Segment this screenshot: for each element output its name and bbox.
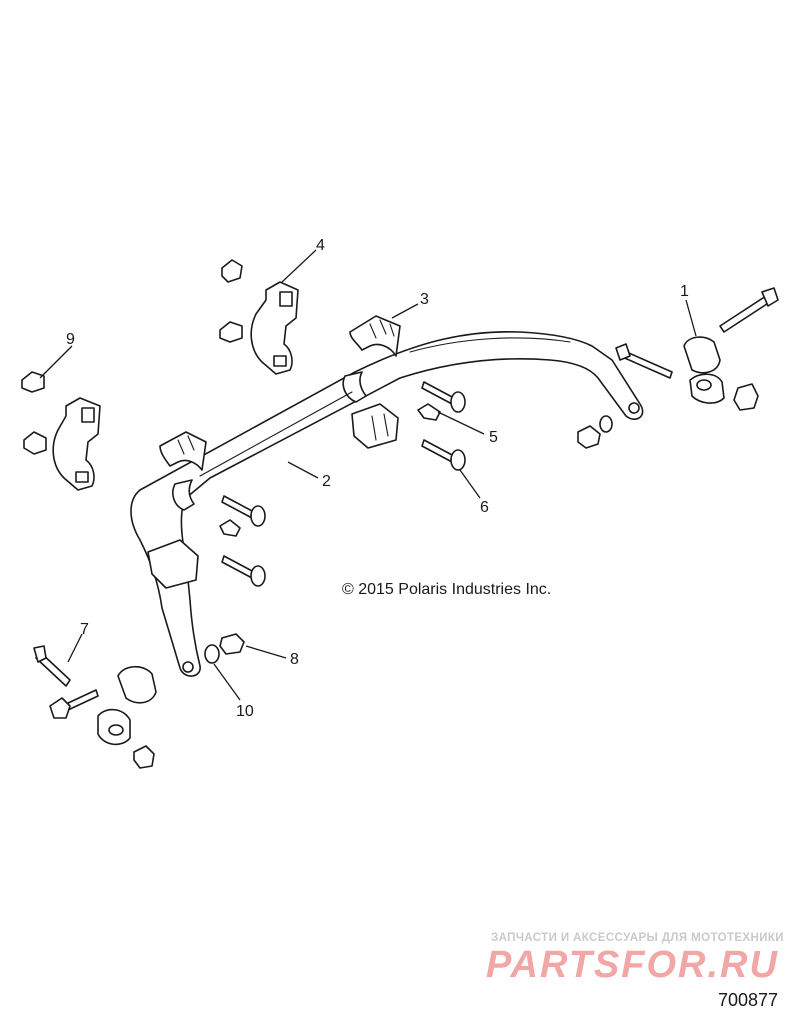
nut-9b bbox=[23, 431, 47, 455]
nut-9a bbox=[21, 371, 45, 393]
bolt-6b bbox=[421, 439, 466, 471]
leader-lines bbox=[39, 249, 697, 701]
clamp-bracket-9 bbox=[52, 397, 101, 491]
callout-10: 10 bbox=[236, 703, 254, 720]
link-assembly-right bbox=[577, 287, 779, 449]
bolt-6c bbox=[221, 495, 266, 527]
bushing-upper-3 bbox=[349, 315, 401, 357]
callout-4: 4 bbox=[316, 237, 325, 254]
bolt-6a bbox=[421, 381, 466, 413]
watermark-brand: PARTSFOR.RU bbox=[486, 944, 779, 986]
nut-4b bbox=[219, 321, 243, 343]
callout-1: 1 bbox=[680, 283, 689, 300]
link-assembly-left bbox=[33, 633, 245, 769]
grease-fitting-5b bbox=[219, 519, 241, 537]
callout-9: 9 bbox=[66, 331, 75, 348]
bolt-6d bbox=[221, 555, 266, 587]
bushing-upper-left bbox=[159, 431, 207, 471]
callout-3: 3 bbox=[420, 291, 429, 308]
grease-fitting-5a bbox=[417, 403, 441, 421]
reference-number: 700877 bbox=[718, 990, 779, 1010]
copyright-notice: © 2015 Polaris Industries Inc. bbox=[342, 581, 552, 598]
clamp-bracket-4 bbox=[250, 281, 299, 375]
callout-5: 5 bbox=[489, 429, 498, 446]
bushing-lower bbox=[351, 403, 399, 449]
callout-2: 2 bbox=[322, 473, 331, 490]
callout-7: 7 bbox=[80, 621, 89, 638]
watermark-tagline: ЗАПЧАСТИ И АКСЕССУАРЫ ДЛЯ МОТОТЕХНИКИ bbox=[491, 932, 784, 944]
callout-labels: 1 2 3 4 5 6 7 8 9 10 bbox=[66, 237, 689, 720]
stabilizer-bar bbox=[130, 330, 644, 677]
callout-6: 6 bbox=[480, 499, 489, 516]
callout-8: 8 bbox=[290, 651, 299, 668]
nut-4a bbox=[221, 259, 243, 283]
